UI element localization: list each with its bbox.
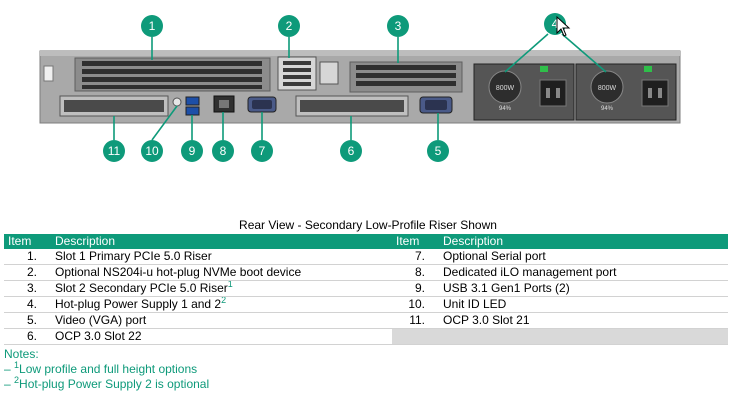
header-description-left: Description — [51, 234, 392, 249]
slot1-riser-grille — [74, 57, 271, 92]
item-description: OCP 3.0 Slot 21 — [439, 312, 728, 329]
item-description: Unit ID LED — [439, 296, 728, 313]
server-rear-view-figure: 800W 94% 800W 94% 1 2 3 4 11 10 9 8 7 — [39, 13, 681, 162]
vga-port — [419, 96, 453, 114]
item-number: 2. — [4, 264, 51, 281]
item-number: 7. — [392, 249, 439, 265]
svg-text:8: 8 — [220, 144, 227, 158]
power-supply-1: 800W 94% — [473, 63, 575, 121]
serial-port — [247, 96, 277, 113]
header-item-left: Item — [4, 234, 51, 249]
item-description: Hot-plug Power Supply 1 and 22 — [51, 296, 392, 313]
callout-5: 5 — [427, 140, 449, 162]
svg-text:4: 4 — [552, 17, 559, 31]
callout-10: 10 — [141, 140, 163, 162]
callout-9: 9 — [181, 140, 203, 162]
empty-cell — [439, 328, 728, 345]
item-description: Video (VGA) port — [51, 312, 392, 329]
table-row: 4. Hot-plug Power Supply 1 and 22 10. Un… — [4, 296, 728, 313]
psu2-efficiency: 94% — [601, 106, 614, 112]
note-item: – 1Low profile and full height options — [4, 360, 198, 377]
callout-7: 7 — [251, 140, 273, 162]
item-number: 6. — [4, 328, 51, 345]
callout-2: 2 — [278, 15, 300, 37]
legend-table: Item Description Item Description 1. Slo… — [4, 234, 728, 345]
callout-6: 6 — [340, 140, 362, 162]
item-description: USB 3.1 Gen1 Ports (2) — [439, 280, 728, 297]
uid-led — [172, 97, 182, 107]
psu2-wattage: 800W — [598, 85, 617, 92]
callout-11: 11 — [103, 140, 125, 162]
ns204i-boot-device — [277, 56, 317, 91]
mouse-pointer-icon — [556, 15, 571, 37]
item-description: OCP 3.0 Slot 22 — [51, 328, 392, 345]
notes-section: Notes: – 1Low profile and full height op… — [4, 347, 209, 392]
item-number: 10. — [392, 296, 439, 313]
item-description: Optional Serial port — [439, 249, 728, 265]
footnote-marker: 1 — [227, 280, 233, 289]
psu1-efficiency: 94% — [499, 106, 512, 112]
item-description: Slot 1 Primary PCIe 5.0 Riser — [51, 249, 392, 265]
item-number: 11. — [392, 312, 439, 329]
table-row: 6. OCP 3.0 Slot 22 — [4, 328, 728, 345]
svg-text:5: 5 — [435, 144, 442, 158]
footnote-marker: 2 — [221, 296, 227, 305]
ocp-slot-22 — [295, 95, 409, 117]
item-number: 9. — [392, 280, 439, 297]
table-row: 3. Slot 2 Secondary PCIe 5.0 Riser1 9. U… — [4, 280, 728, 297]
table-row: 2. Optional NS204i-u hot-plug NVMe boot … — [4, 264, 728, 281]
item-number: 1. — [4, 249, 51, 265]
header-description-right: Description — [439, 234, 728, 249]
callout-3: 3 — [387, 15, 409, 37]
svg-text:7: 7 — [259, 144, 266, 158]
power-supply-2: 800W 94% — [575, 63, 677, 121]
svg-text:10: 10 — [145, 144, 159, 158]
svg-text:2: 2 — [286, 19, 293, 33]
svg-text:1: 1 — [149, 19, 156, 33]
header-item-right: Item — [392, 234, 439, 249]
item-description: Optional NS204i-u hot-plug NVMe boot dev… — [51, 264, 392, 281]
callout-8: 8 — [212, 140, 234, 162]
item-number: 3. — [4, 280, 51, 297]
item-description: Dedicated iLO management port — [439, 264, 728, 281]
psu1-wattage: 800W — [496, 85, 515, 92]
table-row: 1. Slot 1 Primary PCIe 5.0 Riser 7. Opti… — [4, 249, 728, 265]
slot2-riser-grille — [349, 61, 463, 93]
figure-caption: Rear View - Secondary Low-Profile Riser … — [239, 218, 497, 232]
ocp-slot-21 — [59, 95, 169, 117]
callout-1: 1 — [141, 15, 163, 37]
empty-cell — [392, 328, 439, 345]
table-row: 5. Video (VGA) port 11. OCP 3.0 Slot 21 — [4, 312, 728, 329]
item-number: 8. — [392, 264, 439, 281]
legend-header-row: Item Description Item Description — [4, 234, 728, 249]
item-number: 5. — [4, 312, 51, 329]
svg-text:9: 9 — [189, 144, 196, 158]
item-number: 4. — [4, 296, 51, 313]
item-description: Slot 2 Secondary PCIe 5.0 Riser1 — [51, 280, 392, 297]
svg-text:6: 6 — [348, 144, 355, 158]
note-item: – 2Hot-plug Power Supply 2 is optional — [4, 375, 210, 392]
notes-title: Notes: — [4, 347, 39, 361]
svg-text:3: 3 — [395, 19, 402, 33]
svg-text:11: 11 — [108, 144, 121, 158]
ilo-port — [213, 95, 235, 113]
